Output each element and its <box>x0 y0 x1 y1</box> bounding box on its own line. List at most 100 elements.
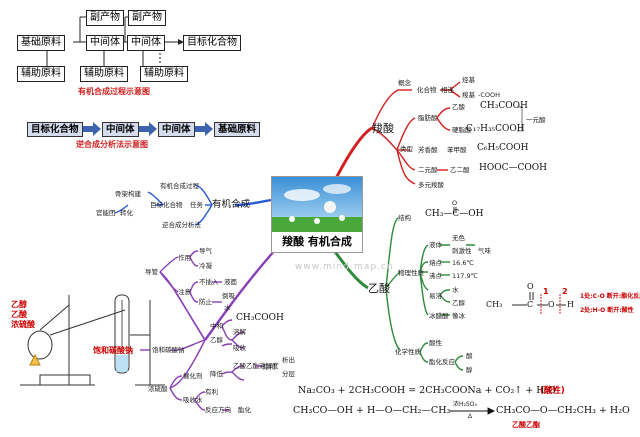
ester-dir-label: 酯化 <box>238 406 251 414</box>
cool-label: 冷凝 <box>199 262 212 270</box>
colorless-label: 无色 <box>452 234 465 242</box>
aliphatic-label: 脂肪酸 <box>418 114 438 122</box>
flow2-mid2: 中间体 <box>158 122 195 137</box>
sat-label: 饱和碳酸钠 <box>93 346 133 355</box>
glacial-label: 冰醋酸 <box>429 312 449 320</box>
concept-label: 概念 <box>398 79 411 87</box>
hydrocarbyl-label: 烃基 <box>462 76 475 84</box>
center-title: 羧酸 有机合成 <box>271 232 363 253</box>
flow1-aux2: 辅助原料 <box>80 66 128 82</box>
flow2-target: 目标化合物 <box>27 122 83 137</box>
flow1-byprod2: 副产物 <box>128 10 166 26</box>
physical-label: 物理性质 <box>398 269 424 277</box>
equation-2-note: 乙酸乙酯 <box>512 421 540 429</box>
prevent-label: 防止 <box>199 298 212 306</box>
acetic-molecule <box>512 292 566 306</box>
flow1-aux1: 辅助原料 <box>17 66 65 82</box>
mp-label: 熔点 <box>429 259 442 267</box>
flow2-arrows <box>77 122 213 136</box>
retro-label: 逆合成分析法 <box>162 221 201 229</box>
benzoic-label: 苯甲酸 <box>447 146 467 154</box>
diacid-label: 二元酸 <box>418 166 438 174</box>
chemical-label: 化学性质 <box>395 348 421 356</box>
dissolve-label: 溶解 <box>233 328 246 336</box>
flow1-caption: 有机合成过程示意图 <box>78 87 150 96</box>
esterif-alcohol: 醇 <box>466 366 473 374</box>
water-absorber-label: 吸收水 <box>183 396 203 404</box>
catalyst-label: 催化剂 <box>183 372 203 380</box>
mol-o-top: O <box>527 282 534 291</box>
oxalic-label: 乙二酸 <box>450 166 470 174</box>
flow1-mid1: 中间体 <box>86 35 124 51</box>
break2-label: 2处:H-O 断开:酸性 <box>580 307 634 314</box>
synthesis-process: 有机合成过程 <box>160 182 199 190</box>
break1-label: 1处:C-O 断开:酯化反应 <box>580 293 640 300</box>
reagent-h2so4: 浓硫酸 <box>11 320 35 329</box>
struct-o: O <box>452 199 458 207</box>
break-markers <box>540 294 561 315</box>
flow1-mid2: 中间体 <box>127 35 165 51</box>
smell-label: 气味 <box>478 247 491 255</box>
reduce-label: 降低 <box>210 370 223 378</box>
gas-label: 导气 <box>199 247 212 255</box>
carboxyl-label: 羧基 <box>462 91 475 99</box>
flow1-target: 目标化合物 <box>183 35 241 51</box>
reagent-ethanol: 乙醇 <box>11 300 27 309</box>
stearic-label: 硬脂酸 <box>452 126 472 134</box>
no-insert-label: 不插入 <box>199 278 219 286</box>
synthesis-target: 目标化合物 <box>150 201 183 209</box>
acetic-formula: CH₃COOH <box>480 101 528 111</box>
sol-water: 水 <box>452 286 459 294</box>
synthesis-task: 任务 <box>190 201 203 209</box>
bp-value: 117.9℃ <box>452 272 478 280</box>
reagent-acetic: 乙酸 <box>11 310 27 319</box>
connect-label: 相连 <box>441 86 454 94</box>
types-label: 类型 <box>400 145 413 153</box>
equation-2-right: CH₃CO—O—CH₂CH₃ + H₂O <box>496 405 630 416</box>
aromatic-label: 芳香酸 <box>418 146 438 154</box>
separate-label: 析出 <box>282 356 295 364</box>
oxalic-formula: HOOC—COOH <box>479 163 547 173</box>
skeleton-label: 骨架构建 <box>115 190 141 198</box>
mol-mark-1: 1 <box>543 287 549 296</box>
monoacid-label: 一元酸 <box>526 116 546 124</box>
sat-na2co3-node: 饱和碳酸钠 <box>152 346 185 354</box>
acidity-label: 酸性 <box>429 339 442 347</box>
equation-1-note: (酸性) <box>540 386 565 396</box>
direction-label: 反应方向 <box>205 406 231 414</box>
suck-back-label: 倒吸 <box>222 292 235 300</box>
acetic-label-small: 乙酸 <box>452 103 465 111</box>
benzoic-formula: C₆H₅COOH <box>477 143 529 153</box>
compound-label: 化合物 <box>417 86 437 94</box>
bp-label: 沸点 <box>429 272 442 280</box>
flow1-byprod1: 副产物 <box>86 10 124 26</box>
mol-ch3: CH₃ <box>486 300 503 309</box>
flow2-caption: 逆合成分析法示意图 <box>76 140 148 149</box>
state-label: 液体 <box>429 241 442 249</box>
mp-value: 16.6℃ <box>452 259 474 267</box>
neutralize-formula: CH₃COOH <box>236 313 284 323</box>
stearic-formula: C₁₇H₃₅COOH <box>466 124 525 134</box>
sol-ethanol: 乙醇 <box>452 299 465 307</box>
synthesis-branch <box>114 184 272 226</box>
mol-mark-2: 2 <box>562 287 568 296</box>
carboxylic-label: 羧酸 <box>372 122 394 135</box>
mol-o: O <box>548 300 555 309</box>
flow1-aux3: 辅助原料 <box>140 66 188 82</box>
mol-c: C <box>527 300 534 309</box>
ester-sol-label: 乙酸乙酯溶解度 <box>233 362 279 370</box>
flow2-mid1: 中间体 <box>102 122 139 137</box>
esterif-acid: 酸 <box>466 352 473 360</box>
mol-h: H <box>567 300 574 309</box>
purpose-label: 作用 <box>178 254 191 262</box>
note-label: 注意 <box>178 288 191 296</box>
conc-h2so4-node: 浓硫酸 <box>148 385 168 393</box>
fgroup-label: 官能团 <box>96 209 116 217</box>
equation-2-left: CH₃CO—OH + H—O—CH₂—CH₃ <box>293 405 451 416</box>
acetic-label: 乙酸 <box>368 282 390 295</box>
test-tube-liquid <box>116 355 128 372</box>
carboxylic-branch <box>328 81 461 191</box>
struct-formula: CH₃—C—OH <box>425 209 484 219</box>
layer-label: 分层 <box>282 370 295 378</box>
